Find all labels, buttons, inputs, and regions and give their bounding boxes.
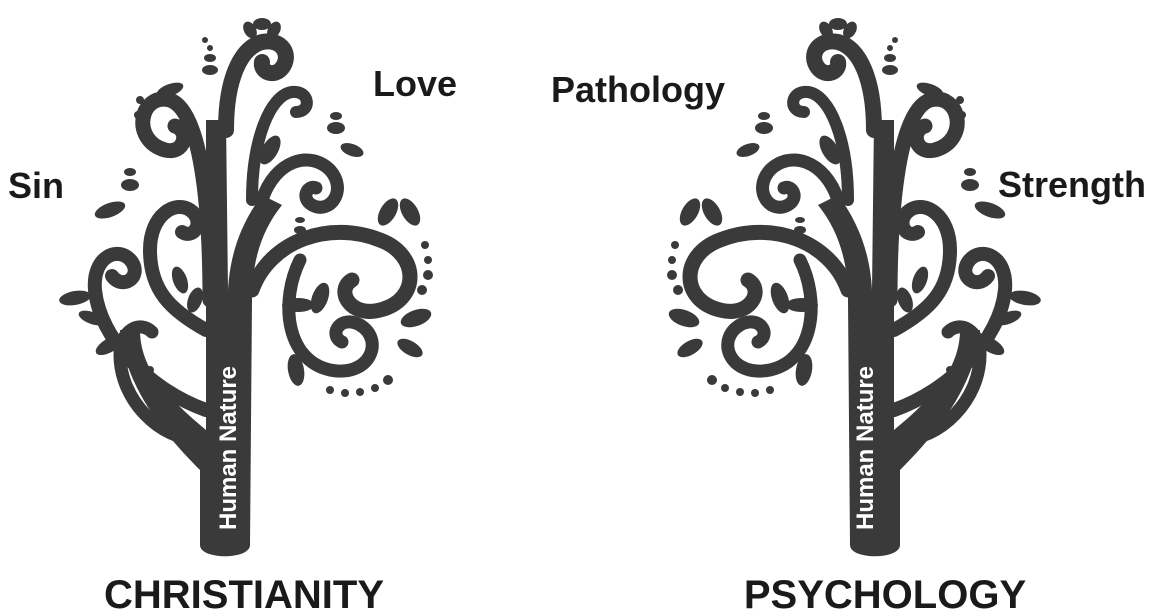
right-branch-upper [882, 91, 965, 308]
christianity-tree: Human Nature [59, 18, 433, 557]
left-branch-right-upper [255, 153, 344, 214]
right-leaves [668, 18, 1041, 386]
title-psychology: PSYCHOLOGY [744, 573, 1027, 613]
right-branch-inner-lower [721, 253, 818, 378]
right-dots [667, 37, 966, 420]
left-stem-top [218, 33, 294, 138]
left-branch-upper [135, 91, 218, 308]
left-trunk [120, 120, 282, 557]
right-trunk [818, 120, 980, 557]
left-dots [134, 37, 433, 420]
left-leaves [59, 18, 432, 386]
label-strength: Strength [998, 164, 1146, 205]
title-christianity: CHRISTIANITY [104, 573, 384, 613]
right-stem-top [806, 33, 882, 138]
psychology-tree [667, 18, 1041, 557]
left-trunk-label: Human Nature [215, 366, 242, 530]
left-curl-bottom [113, 320, 207, 447]
label-pathology: Pathology [551, 69, 725, 110]
right-branch-inner-top [787, 86, 854, 206]
left-branch-lower [87, 246, 213, 417]
label-sin: Sin [8, 165, 64, 206]
right-branch-pathology [682, 224, 856, 319]
right-trunk-label: Human Nature [852, 366, 879, 530]
label-love: Love [373, 63, 457, 104]
right-branch-lower [887, 246, 1013, 417]
left-branch-love [244, 224, 418, 319]
left-branch-right-lower [282, 253, 379, 378]
right-branch-strength [887, 200, 958, 337]
right-branch-inner-upper [756, 153, 845, 214]
left-branch-sin [142, 200, 213, 337]
left-branch-right-top [246, 86, 313, 206]
right-curl-bottom [893, 320, 987, 447]
